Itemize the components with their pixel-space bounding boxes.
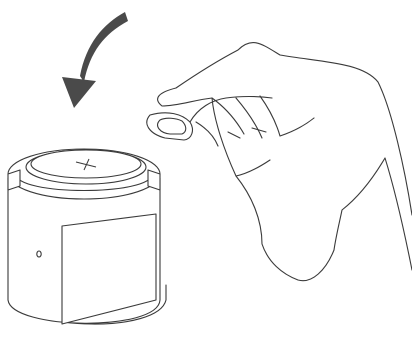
hand-thumbnail xyxy=(158,118,186,134)
device-left-tab xyxy=(8,170,20,190)
hand-outline xyxy=(158,43,412,281)
insert-direction-arrow xyxy=(62,12,128,108)
device-side-hole xyxy=(37,251,41,257)
coin-battery xyxy=(26,150,146,184)
device-right-tab xyxy=(148,170,160,190)
arrow-shaft xyxy=(80,12,128,82)
hand-palm-line xyxy=(196,122,218,146)
arrow-head xyxy=(62,77,96,108)
hand xyxy=(147,43,412,281)
